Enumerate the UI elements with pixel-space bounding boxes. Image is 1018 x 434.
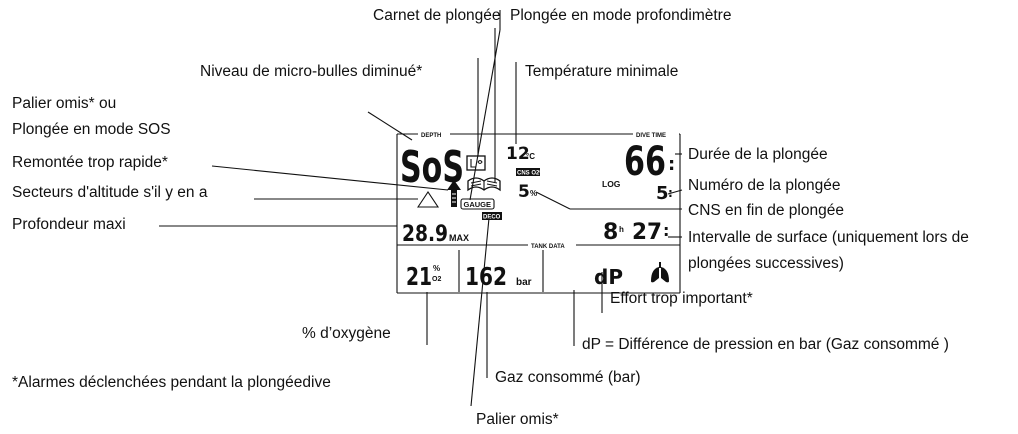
label-palier-omis-l1: Palier omis* ou	[12, 95, 116, 112]
surface-minutes-readout: 27	[632, 220, 662, 245]
label-oxygene: % d’oxygène	[302, 325, 391, 342]
dive-time-colon: :	[668, 154, 675, 175]
label-palier-omis-l2: Plongée en mode SOS	[12, 121, 171, 138]
label-numero: Numéro de la plongée	[688, 177, 841, 194]
leader-lines	[159, 10, 683, 407]
tank-data-label: TANK DATA	[531, 244, 565, 250]
lcd-display: DEPTH DIVE TIME TANK DATA SoS 12 °C CNS …	[396, 130, 681, 294]
bar-unit: bar	[516, 277, 532, 288]
log-label: LOG	[602, 179, 621, 189]
label-altitude: Secteurs d'altitude s'il y en a	[12, 184, 208, 201]
label-micro-bulles: Niveau de micro-bulles diminué*	[200, 63, 422, 80]
surface-colon: :	[663, 221, 669, 240]
lungs-icon	[651, 262, 669, 283]
label-prof-maxi: Profondeur maxi	[12, 216, 126, 233]
dive-time-label: DIVE TIME	[636, 133, 666, 139]
surface-hours-readout: 8	[603, 220, 618, 245]
oxygen-unit: %	[433, 264, 440, 273]
label-intervalle-l2: plongées successives)	[688, 255, 844, 272]
label-gaz: Gaz consommé (bar)	[495, 369, 641, 386]
label-temp-min: Température minimale	[525, 63, 678, 80]
label-intervalle-l1: Intervalle de surface (uniquement lors d…	[688, 229, 969, 246]
hour-unit: h	[619, 225, 624, 234]
oxygen-sub: O2	[432, 276, 441, 283]
deco-badge: DECO	[483, 215, 501, 221]
label-palier-bas: Palier omis*	[476, 411, 559, 428]
oxygen-readout: 21	[406, 262, 432, 291]
label-alarmes: *Alarmes déclenchées pendant la plongéed…	[12, 374, 331, 391]
ascent-arrow-icon	[447, 180, 461, 207]
label-remontee: Remontée trop rapide*	[12, 154, 168, 171]
label-duree: Durée de la plongée	[688, 146, 828, 163]
depth-label: DEPTH	[421, 133, 441, 139]
gauge-badge: GAUGE	[464, 200, 492, 209]
label-effort: Effort trop important*	[610, 290, 753, 307]
callout-labels: Carnet de plongée Plongée en mode profon…	[12, 7, 969, 428]
cns-readout: 5	[518, 182, 530, 202]
logbook-icon	[467, 177, 501, 192]
label-carnet: Carnet de plongée	[373, 7, 501, 24]
label-profondimetre: Plongée en mode profondimètre	[510, 7, 731, 24]
label-dp: dP = Différence de pression en bar (Gaz …	[582, 336, 949, 353]
dp-readout: dP	[594, 265, 623, 289]
max-depth-readout: 28.9	[402, 222, 448, 247]
cns-badge: CNS O2%	[517, 171, 545, 177]
max-label: MAX	[449, 233, 469, 243]
altitude-warning-icon	[416, 191, 440, 208]
temperature-readout: 12	[506, 144, 530, 164]
dive-number-readout: 5	[656, 183, 669, 204]
dive-time-readout: 66	[624, 139, 666, 185]
cns-unit: %	[530, 189, 537, 198]
temperature-unit: °C	[526, 152, 535, 161]
label-cns: CNS en fin de plongée	[688, 202, 844, 219]
pressure-readout: 162	[465, 262, 507, 291]
